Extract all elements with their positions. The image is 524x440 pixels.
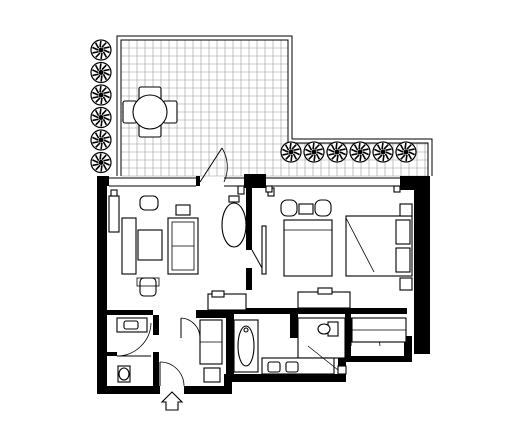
nightstand-bottom xyxy=(399,277,413,291)
armchair-bottom xyxy=(139,277,157,297)
terrace-boundary xyxy=(116,35,433,176)
shrub-icon xyxy=(326,141,348,163)
glass-partition xyxy=(307,345,339,371)
armchair-left xyxy=(121,217,137,275)
bedroom-side-table xyxy=(298,203,314,215)
terrace-dining-set xyxy=(122,86,178,138)
shrub-icon xyxy=(372,141,394,163)
nightstand-top xyxy=(399,203,413,217)
wardrobe xyxy=(351,317,407,343)
arrow-up-icon xyxy=(160,391,184,411)
dining-chair xyxy=(228,195,240,203)
living-room xyxy=(108,185,247,311)
shrub-icon xyxy=(90,61,112,84)
bathroom xyxy=(199,317,347,383)
pillow xyxy=(395,247,411,273)
shrub-icon xyxy=(349,141,371,163)
sideboard xyxy=(207,293,247,311)
desk xyxy=(108,195,120,233)
shrub-icon xyxy=(280,141,302,163)
pillow xyxy=(395,219,411,245)
armchair-top xyxy=(139,195,159,211)
shrub-icon xyxy=(90,129,112,151)
shrub-icon xyxy=(303,141,325,163)
shrub-icon xyxy=(90,106,112,129)
coffee-table xyxy=(137,229,163,261)
shrub-icon xyxy=(395,141,417,163)
bedroom-chair-1 xyxy=(280,199,298,217)
round-table xyxy=(132,94,168,130)
shrub-icon xyxy=(90,84,112,106)
bedroom-chair-2 xyxy=(314,199,332,217)
bedroom xyxy=(265,185,413,309)
bedroom-desk xyxy=(283,219,333,277)
shrub-icon xyxy=(90,151,112,174)
plants xyxy=(90,39,417,174)
shrub-icon xyxy=(90,39,112,61)
bedroom-sliding-door xyxy=(261,225,267,275)
side-table xyxy=(175,204,191,216)
wc xyxy=(116,317,148,383)
door-swing-icon xyxy=(199,147,223,183)
walls xyxy=(97,174,430,394)
oval-table xyxy=(221,202,247,248)
